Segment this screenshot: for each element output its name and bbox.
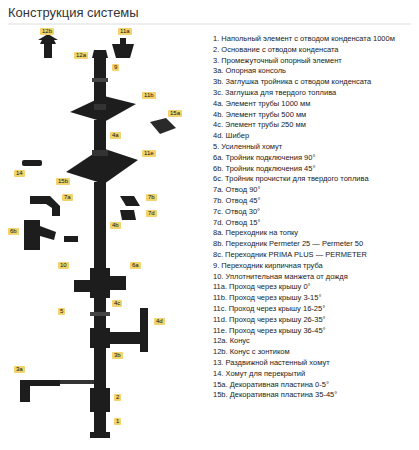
- callout-number: 9: [112, 64, 119, 71]
- callout-number: 11e: [142, 150, 156, 157]
- base: [90, 388, 110, 412]
- damper-pipe: [140, 308, 148, 352]
- part-list-item: 7c. Отвод 30°: [213, 207, 411, 218]
- part-list-item: 3a. Опорная консоль: [213, 66, 411, 77]
- callout-number: 5: [58, 308, 65, 315]
- callout-number: 12a: [74, 52, 88, 59]
- tee-branch-left: [74, 280, 90, 292]
- part-list-item: 12b. Конус с зонтиком: [213, 347, 411, 358]
- part-list-item: 11b. Проход через крышу 3-15°: [213, 293, 411, 304]
- callout-number: 4d: [154, 318, 165, 325]
- part-list-item: 15b. Декоративная пластина 35-45°: [213, 390, 411, 401]
- callout-number: 7d: [146, 210, 157, 217]
- cone-umbrella: [38, 34, 58, 58]
- part-list-item: 6a. Тройник подключения 90°: [213, 153, 411, 164]
- callout-number: 7a: [62, 194, 73, 201]
- tee-45: [24, 220, 56, 250]
- brick-adapter: [92, 78, 108, 82]
- part-list-item: 15a. Декоративная пластина 0-5°: [213, 380, 411, 391]
- part-list-item: 11c. Проход через крышу 16-25°: [213, 304, 411, 315]
- part-list-item: 6c. Тройник прочистки для твердого топли…: [213, 174, 411, 185]
- part-list-item: 11a. Проход через крышу 0°: [213, 282, 411, 293]
- part-list-item: 11d. Проход через крышу 26-35°: [213, 315, 411, 326]
- floor-element: [94, 412, 106, 432]
- tee-lower: [90, 328, 110, 348]
- part-list-item: 12a. Конус: [213, 336, 411, 347]
- part-list-item: 14. Хомут для перекрытий: [213, 369, 411, 380]
- part-list-item: 11e. Проход через крышу 36-45°: [213, 326, 411, 337]
- part-list-item: 8b. Переходник Permeter 25 — Permeter 50: [213, 239, 411, 250]
- part-list-item: 4c. Элемент трубы 250 мм: [213, 120, 411, 131]
- part-list-item: 5. Усиленный хомут: [213, 142, 411, 153]
- callout-number: 14: [14, 170, 25, 177]
- roof-pass-flat: [112, 38, 134, 58]
- part-list-item: 3c. Заглушка для твердого топлива: [213, 88, 411, 99]
- rain-collar: [94, 104, 106, 110]
- parts-list: 1. Напольный элемент с отводом конденсат…: [213, 34, 411, 401]
- decor-plate: [150, 118, 176, 134]
- part-list-item: 13. Раздвижной настенный хомут: [213, 358, 411, 369]
- part-list-item: 1. Напольный элемент с отводом конденсат…: [213, 34, 411, 45]
- part-list-item: 10. Уплотнительная манжета от дождя: [213, 272, 411, 283]
- cone: [92, 50, 108, 58]
- roof-flashing: [70, 96, 136, 122]
- callout-number: 2: [114, 394, 121, 401]
- damper-branch: [110, 332, 140, 344]
- console-arm: [60, 380, 94, 384]
- ceiling-clamp: [22, 160, 42, 166]
- title-rule: [8, 24, 411, 25]
- page-title: Конструкция системы: [8, 5, 139, 20]
- elbow-small: [64, 236, 78, 242]
- callout-number: 15b: [56, 178, 70, 185]
- elbow-45: [120, 196, 140, 206]
- part-list-item: 4a. Элемент трубы 1000 мм: [213, 99, 411, 110]
- support-console: [20, 380, 60, 402]
- callout-number: 1: [114, 418, 121, 425]
- part-list-item: 3. Промежуточный опорный элемент: [213, 56, 411, 67]
- pipe-500: [94, 182, 106, 268]
- tee-branch: [110, 276, 126, 290]
- callout-number: 6a: [130, 262, 141, 269]
- callout-number: 4a: [110, 132, 121, 139]
- rain-collar-2: [92, 150, 108, 156]
- callout-number: 10: [58, 262, 69, 269]
- callout-number: 11a: [118, 28, 132, 35]
- pipe-lower: [94, 348, 106, 388]
- callout-number: 4c: [112, 300, 122, 307]
- part-list-item: 7a. Отвод 90°: [213, 185, 411, 196]
- condensate-cap: [90, 432, 110, 438]
- reinforced-clamp: [90, 312, 110, 316]
- elbow-90: [30, 196, 60, 216]
- callout-number: 3b: [112, 352, 123, 359]
- part-list-item: 3b. Заглушка тройника с отводом конденса…: [213, 77, 411, 88]
- callout-number: 6b: [8, 228, 19, 235]
- elbow-15: [120, 210, 136, 220]
- part-list-item: 7b. Отвод 45°: [213, 196, 411, 207]
- roof-flashing-steep: [66, 148, 138, 184]
- part-list-item: 8c. Переходник PRIMA PLUS — PERMETER: [213, 250, 411, 261]
- part-list-item: 4b. Элемент трубы 500 мм: [213, 110, 411, 121]
- part-list-item: 8a. Переходник на топку: [213, 228, 411, 239]
- tee-90: [90, 268, 110, 298]
- callout-number: 4b: [110, 222, 121, 229]
- part-list-item: 4d. Шибер: [213, 131, 411, 142]
- part-list-item: 2. Основание с отводом конденсата: [213, 45, 411, 56]
- part-list-item: 9. Переходник кирпичная труба: [213, 261, 411, 272]
- callout-number: 15a: [168, 110, 182, 117]
- callout-number: 3a: [14, 366, 25, 373]
- callout-number: 11b: [142, 92, 156, 99]
- part-list-item: 7d. Отвод 15°: [213, 218, 411, 229]
- callout-number: 7b: [146, 194, 157, 201]
- callout-number: 12b: [40, 28, 54, 35]
- part-list-item: 6b. Тройник подключения 45°: [213, 164, 411, 175]
